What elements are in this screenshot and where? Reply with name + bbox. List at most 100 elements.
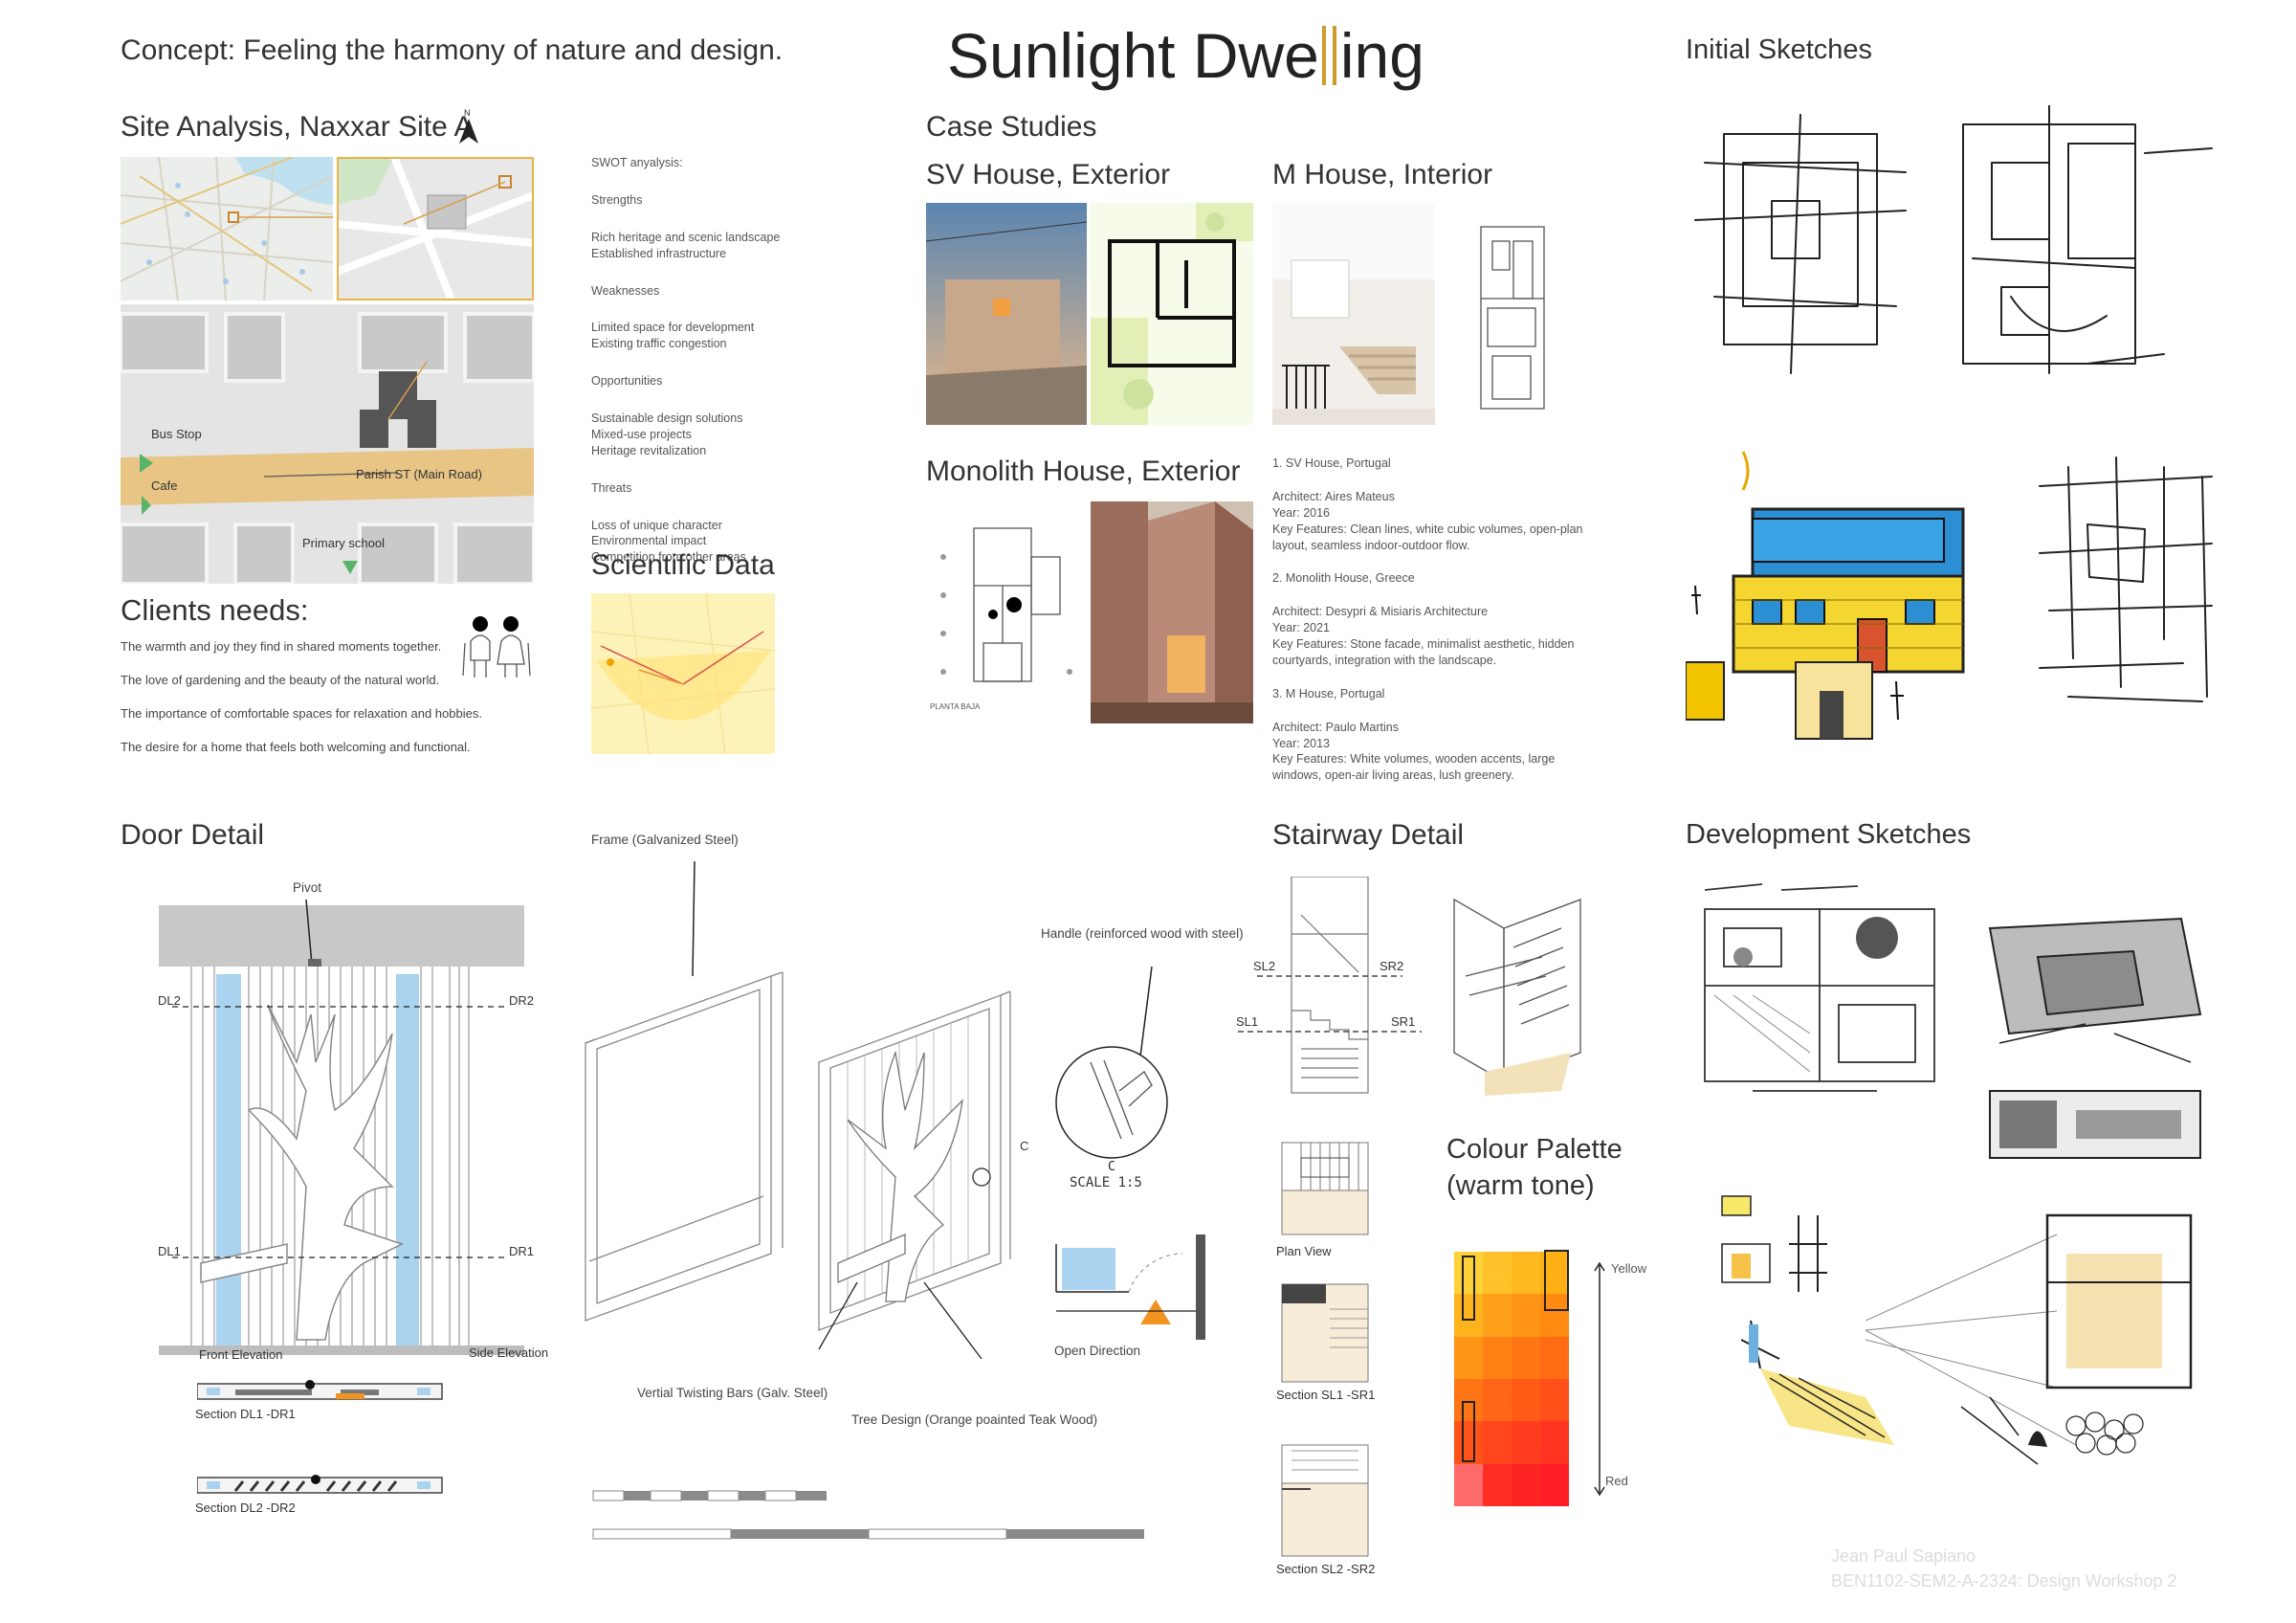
sv-house-title: SV House, Exterior — [926, 159, 1171, 190]
swot-weakness: Limited space for development — [591, 321, 755, 335]
side-elevation-label: Side Elevation — [469, 1345, 549, 1360]
swot-threats-heading: Threats — [591, 480, 632, 495]
handle-label: Handle (reinforced wood with steel) — [1041, 926, 1244, 941]
initial-sketch-grid — [2030, 448, 2221, 706]
handle-detail: C — [1052, 957, 1205, 1174]
door-section-1 — [196, 1380, 446, 1405]
sl1-label: SL1 — [1236, 1014, 1259, 1029]
elderly-couple-icon — [457, 612, 534, 684]
initial-sketch-facade — [1685, 433, 1973, 741]
door-front-elevation: DL2 DR2 DL1 DR1 Front Elevation Side Ele… — [144, 899, 564, 1362]
dr1-label: DR1 — [509, 1244, 535, 1258]
case-detail-line: Year: 2021 — [1272, 621, 1331, 635]
colour-palette-title: Colour Palette (warm tone) — [1446, 1131, 1623, 1204]
palette-yellow-label: Yellow — [1611, 1261, 1647, 1276]
author-name: Jean Paul Sapiano — [1831, 1546, 1976, 1566]
case-study-details: 1. SV House, Portugal Architect: Aires M… — [1272, 456, 1598, 784]
scale-c-label: C — [1108, 1160, 1115, 1174]
callout-c-label: C — [1020, 1139, 1029, 1153]
bars-label: Vertial Twisting Bars (Galv. Steel) — [637, 1386, 828, 1400]
m-house-photo — [1272, 203, 1435, 425]
monolith-house-photo — [1091, 501, 1253, 723]
clients-needs-list: The warmth and joy they find in shared m… — [121, 639, 503, 773]
palette-gradient-arrow — [1592, 1259, 1607, 1499]
dr2-label: DR2 — [509, 993, 535, 1008]
section-sl2-label: Section SL2 -SR2 — [1276, 1562, 1376, 1576]
case-detail-line: Architect: Paulo Martins — [1272, 720, 1399, 734]
north-label: N — [464, 108, 471, 118]
tree-label: Tree Design (Orange poainted Teak Wood) — [851, 1412, 1098, 1427]
case-studies-title: Case Studies — [926, 111, 1097, 143]
palette-red-label: Red — [1605, 1474, 1628, 1488]
site-3d-view: Bus Stop Cafe Parish ST (Main Road) Prim… — [121, 304, 534, 584]
initial-sketches-plans — [1686, 104, 2221, 392]
list-item: The importance of comfortable spaces for… — [121, 706, 482, 721]
front-elevation-label: Front Elevation — [199, 1347, 283, 1362]
pivot-label: Pivot — [293, 880, 322, 895]
swot-strength: Rich heritage and scenic landscape — [591, 230, 781, 244]
monolith-plan-caption: PLANTA BAJA — [930, 702, 981, 711]
stairway-detail-title: Stairway Detail — [1272, 819, 1465, 851]
case-detail-line: Year: 2013 — [1272, 736, 1331, 750]
stair-section-1 — [1272, 1280, 1378, 1386]
case-detail-line: 1. SV House, Portugal — [1272, 456, 1391, 470]
map-label-road: Parish ST (Main Road) — [356, 467, 482, 481]
case-detail-line: Year: 2016 — [1272, 505, 1331, 520]
stair-section-2 — [1272, 1441, 1378, 1560]
north-arrow-icon: N — [457, 107, 480, 150]
case-detail-line: Key Features: Clean lines, white cubic v… — [1272, 522, 1583, 552]
swot-heading: SWOT anyalysis: — [591, 156, 683, 169]
palette-title-line-1: Colour Palette — [1446, 1134, 1623, 1165]
title-ll-mark — [1319, 26, 1340, 85]
section-1-label: Section DL1 -DR1 — [195, 1407, 296, 1421]
open-direction-label: Open Direction — [1054, 1344, 1141, 1358]
case-detail-line: Architect: Aires Mateus — [1272, 489, 1395, 503]
swot-weaknesses-heading: Weaknesses — [591, 283, 660, 298]
dl1-label: DL1 — [158, 1244, 181, 1258]
development-plan-sketch — [1686, 871, 1954, 1110]
monolith-house-title: Monolith House, Exterior — [926, 456, 1241, 487]
development-sketches-title: Development Sketches — [1686, 819, 1972, 850]
monolith-house-plan: PLANTA BAJA — [926, 500, 1085, 722]
sun-path-diagram — [591, 593, 775, 754]
list-item: The warmth and joy they find in shared m… — [121, 639, 442, 654]
site-analysis-title: Site Analysis, Naxxar Site A — [121, 111, 474, 143]
clients-needs-title: Clients needs: — [121, 593, 309, 627]
dl2-label: DL2 — [158, 993, 181, 1008]
palette-title-line-2: (warm tone) — [1446, 1170, 1595, 1201]
initial-sketches-title: Initial Sketches — [1686, 34, 1873, 65]
concept-statement: Concept: Feeling the harmony of nature a… — [121, 34, 784, 66]
list-item: The love of gardening and the beauty of … — [121, 673, 440, 687]
sv-house-plan — [1091, 203, 1253, 425]
sl2-label: SL2 — [1253, 959, 1276, 973]
m-house-title: M House, Interior — [1272, 159, 1493, 190]
colour-swatches — [1454, 1250, 1569, 1506]
swot-weakness: Existing traffic congestion — [591, 337, 727, 351]
swot-threat: Loss of unique character — [591, 518, 722, 532]
case-detail-line: Key Features: Stone facade, minimalist a… — [1272, 637, 1575, 667]
plan-view-label: Plan View — [1276, 1244, 1332, 1258]
list-item: The desire for a home that feels both we… — [121, 740, 471, 754]
title-part-1: Sunlight Dwe — [947, 20, 1319, 91]
swot-strength: Established infrastructure — [591, 246, 727, 260]
swot-opportunity: Heritage revitalization — [591, 443, 707, 457]
course-name: BEN1102-SEM2-A-2324: Design Workshop 2 — [1831, 1571, 2177, 1590]
case-detail-line: 3. M House, Portugal — [1272, 686, 1385, 700]
section-sl1-label: Section SL1 -SR1 — [1276, 1388, 1376, 1402]
case-detail-line: Architect: Desypri & Misiaris Architectu… — [1272, 605, 1489, 619]
sv-house-photo — [926, 203, 1087, 425]
scale-bars — [591, 1462, 1146, 1548]
scale-label: SCALE 1:5 — [1070, 1175, 1142, 1190]
page-title: Sunlight Dwe ing — [947, 19, 1424, 92]
swot-opportunities-heading: Opportunities — [591, 374, 663, 389]
zoom-map — [337, 157, 534, 300]
stair-isometric — [1446, 890, 1590, 1101]
frame-label: Frame (Galvanized Steel) — [591, 833, 739, 847]
section-2-label: Section DL2 -DR2 — [195, 1501, 296, 1515]
title-part-2: ing — [1339, 20, 1424, 91]
development-small-sketch — [1712, 1187, 1837, 1301]
door-detail-title: Door Detail — [121, 819, 265, 851]
m-house-plan — [1445, 203, 1578, 425]
development-hatched-sketch — [1740, 1311, 1913, 1455]
swot-threat: Environmental impact — [591, 534, 707, 548]
